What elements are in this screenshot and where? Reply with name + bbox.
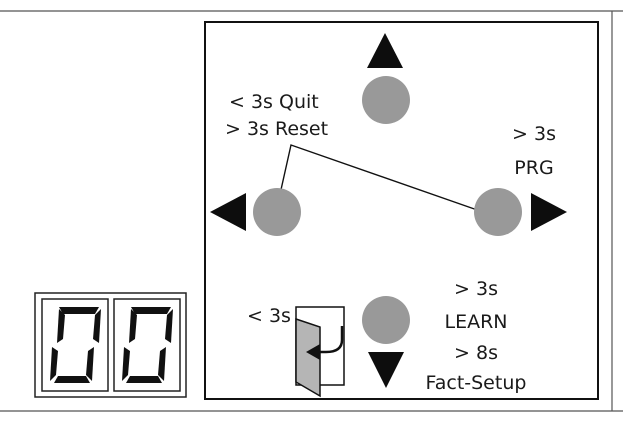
right-triangle-icon[interactable] [531, 193, 567, 231]
left-label-quit: < 3s Quit [229, 91, 319, 113]
digit-2 [122, 307, 173, 383]
exit-button-group[interactable] [295, 306, 345, 398]
segment-f [57, 309, 65, 343]
segment-a [59, 307, 99, 314]
exit-arrow-icon [318, 326, 344, 354]
segment-e [122, 347, 130, 381]
segment-d [126, 376, 162, 383]
exit-arrowhead-icon [306, 344, 320, 360]
seven-segment-display: 0 0 [34, 292, 187, 398]
down-label-learn: LEARN [444, 311, 507, 333]
segment-c [86, 347, 94, 381]
segment-d [54, 376, 90, 383]
up-triangle-icon[interactable] [367, 33, 403, 68]
down-label-fact-setup: Fact-Setup [426, 372, 527, 394]
up-button[interactable] [362, 76, 410, 124]
left-button-group[interactable] [210, 188, 301, 236]
down-label-time2: > 8s [454, 342, 498, 364]
segment-f [129, 309, 137, 343]
segment-b [93, 309, 101, 343]
segment-b [165, 309, 173, 343]
down-label-time1: > 3s [454, 278, 498, 300]
right-button-group[interactable] [474, 188, 567, 236]
door-exit-icon[interactable] [295, 317, 321, 398]
exit-label: < 3s [247, 305, 291, 327]
up-button-group[interactable] [362, 33, 410, 124]
down-triangle-icon[interactable] [368, 352, 404, 388]
digit-1 [50, 307, 101, 383]
segment-a [131, 307, 171, 314]
left-triangle-icon[interactable] [210, 193, 246, 231]
segment-e [50, 347, 58, 381]
right-label-time: > 3s [512, 123, 556, 145]
down-button-group[interactable] [362, 296, 410, 388]
left-button[interactable] [253, 188, 301, 236]
segment-c [158, 347, 166, 381]
left-label-reset: > 3s Reset [225, 118, 328, 140]
right-button[interactable] [474, 188, 522, 236]
down-button[interactable] [362, 296, 410, 344]
right-label-prg: PRG [514, 157, 553, 179]
